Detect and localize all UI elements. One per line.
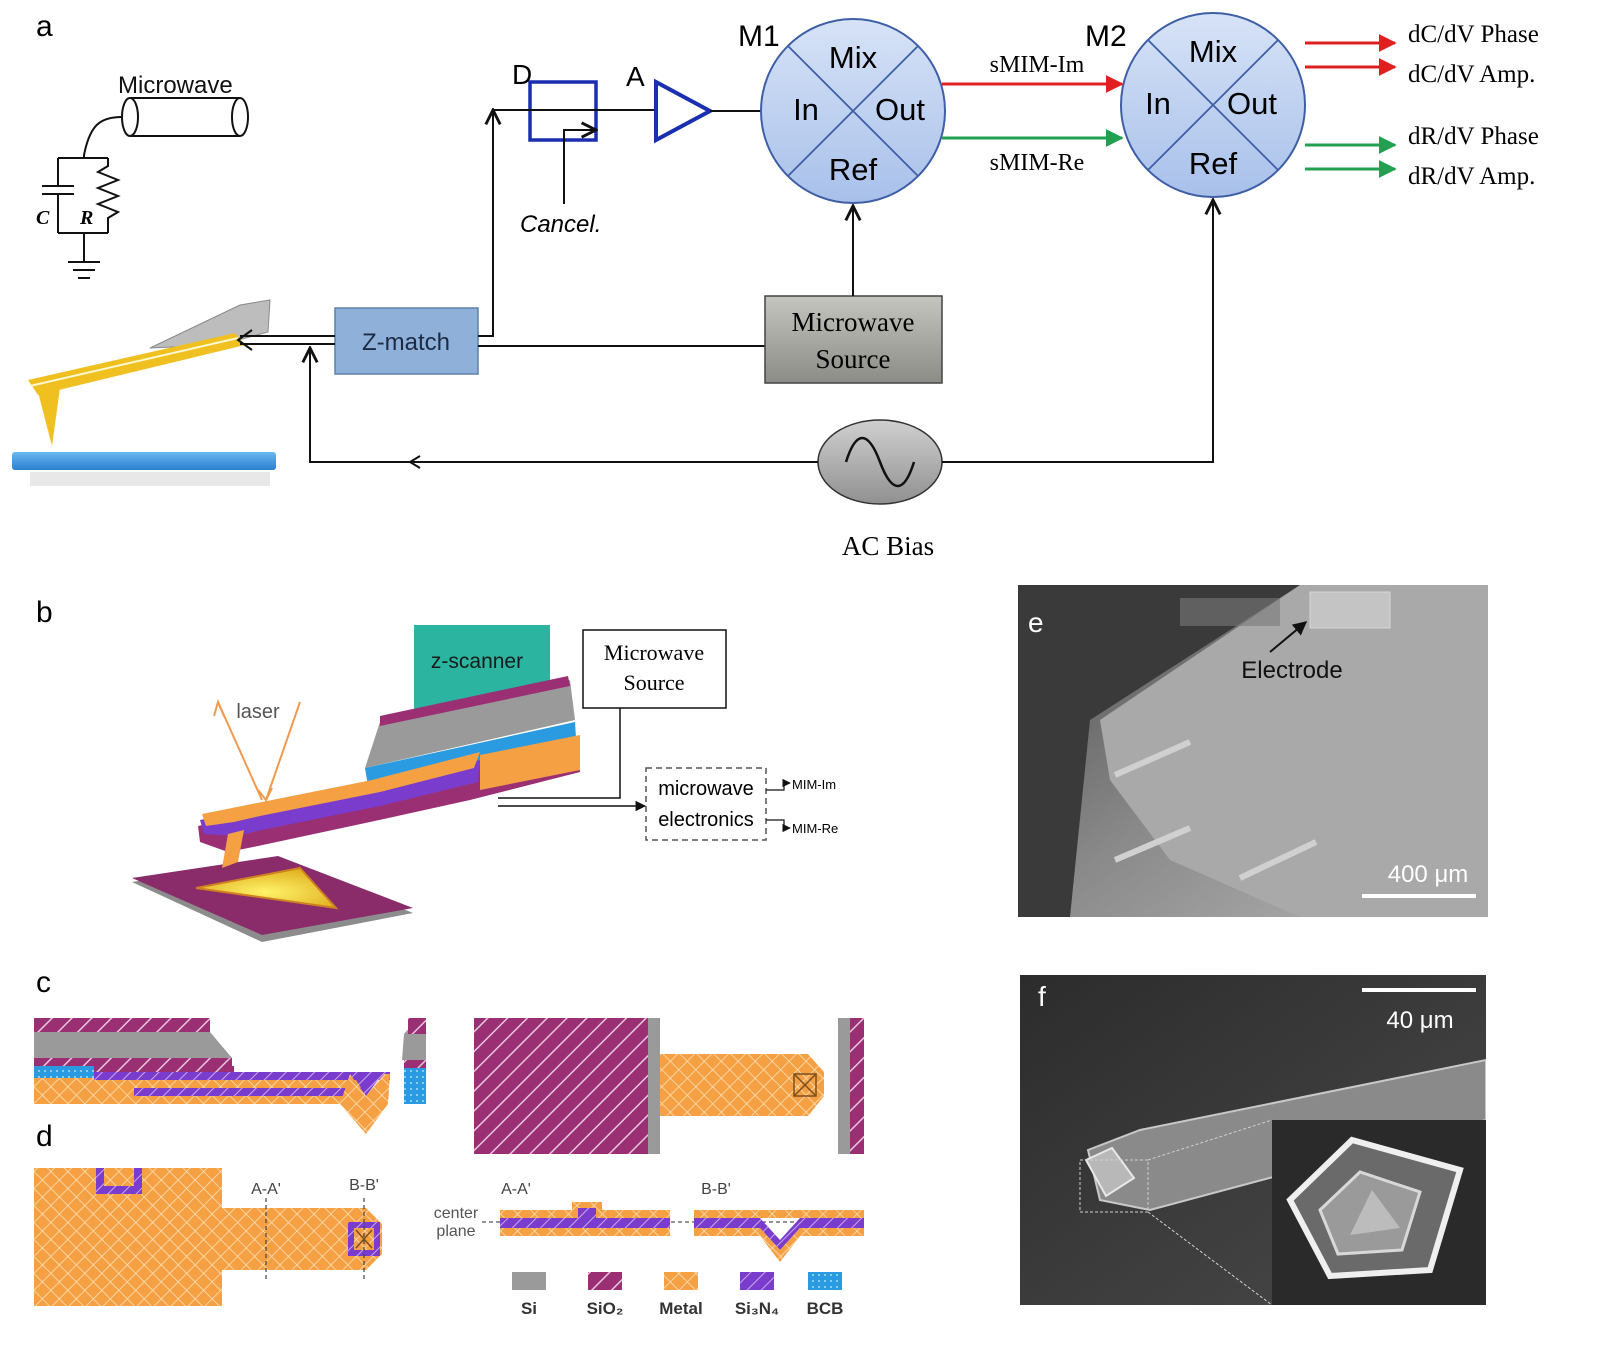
panel-label-a: a <box>36 10 53 43</box>
zmatch-label: Z-match <box>362 329 450 356</box>
coupler-label: D <box>512 59 532 90</box>
m2-in-label: In <box>1145 86 1171 121</box>
electrode-label: Electrode <box>1241 657 1342 684</box>
m2-ref-label: Ref <box>1189 146 1238 181</box>
top-view-right <box>474 1018 864 1154</box>
sample-icon <box>12 452 276 470</box>
metal-top-view <box>34 1168 382 1306</box>
cancel-label: Cancel. <box>520 211 601 238</box>
cross-section-left <box>34 1018 426 1134</box>
m2-label: M2 <box>1085 20 1127 53</box>
legend-swatch-si3n4 <box>740 1272 774 1290</box>
sample-shadow <box>30 472 270 486</box>
f-scale-label: 40 μm <box>1386 1007 1453 1034</box>
electronics-box <box>645 767 767 841</box>
panel-label-b: b <box>36 596 53 629</box>
source-label-1: Microwave <box>792 307 915 337</box>
amplifier-icon <box>654 78 715 144</box>
mixer-m2: Mix In Out Ref <box>1120 12 1306 198</box>
microwave-source-box <box>764 295 943 384</box>
output-label-3: dR/dV Phase <box>1408 123 1539 150</box>
source-label-2: Source <box>816 344 891 374</box>
center-plane-label-2: plane <box>436 1223 475 1240</box>
m2-out-label: Out <box>1227 86 1277 121</box>
e-scale-label: 400 μm <box>1388 861 1469 888</box>
center-plane-label-1: center <box>434 1205 479 1222</box>
capacitor-label: C <box>36 207 50 229</box>
panel-d: d A-A' B-B' A-A' B-B' center plane <box>34 1120 864 1318</box>
microwave-label: Microwave <box>118 72 233 99</box>
zmatch-box <box>334 307 479 375</box>
sig-im-label: sMIM-Im <box>990 52 1085 78</box>
output-label-4: dR/dV Amp. <box>1408 163 1535 190</box>
aa-label-left: A-A' <box>251 1181 281 1198</box>
panel-label-d: d <box>36 1120 53 1153</box>
aa-label-right: A-A' <box>501 1181 531 1198</box>
cantilever-probe-icon <box>28 299 271 446</box>
panel-label-f: f <box>1038 981 1046 1012</box>
section-bb <box>694 1210 864 1262</box>
material-legend: Si SiO₂ Metal Si₃N₄ BCB <box>512 1272 843 1318</box>
legend-label-si3n4: Si₃N₄ <box>735 1299 779 1318</box>
legend-label-sio2: SiO₂ <box>587 1299 624 1318</box>
legend-swatch-sio2 <box>588 1272 622 1290</box>
panel-label-c: c <box>36 966 51 999</box>
laser-beam <box>213 699 301 802</box>
mim-re-label: MIM-Re <box>792 821 838 836</box>
z-scanner-label: z-scanner <box>431 650 523 673</box>
legend-swatch-bcb <box>808 1272 842 1290</box>
bb-label-right: B-B' <box>701 1181 731 1198</box>
m1-in-label: In <box>793 92 819 127</box>
panel-c: c <box>34 966 864 1154</box>
b-microwave-source-box <box>582 629 727 709</box>
ac-bias-label: AC Bias <box>842 531 934 561</box>
panel-b: b z-scanner laser Micr <box>36 596 838 942</box>
output-label-2: dC/dV Amp. <box>1408 61 1535 88</box>
amplifier-label: A <box>626 61 645 92</box>
b-source-label-2: Source <box>623 670 684 695</box>
laser-label: laser <box>236 701 280 723</box>
sample-flake <box>195 866 339 910</box>
electronics-label-1: microwave <box>658 778 754 800</box>
legend-swatch-si <box>512 1272 546 1290</box>
mixer-m1: Mix In Out Ref <box>760 18 946 204</box>
legend-label-metal: Metal <box>659 1299 702 1318</box>
m1-mix-label: Mix <box>829 40 878 75</box>
m1-label: M1 <box>738 20 780 53</box>
panel-a: a Microwave C R Z-match <box>12 10 1539 561</box>
layered-cantilever <box>198 676 580 868</box>
legend-label-si: Si <box>521 1299 537 1318</box>
m1-out-label: Out <box>875 92 925 127</box>
mim-im-label: MIM-Im <box>792 777 836 792</box>
rc-circuit-icon <box>42 97 249 279</box>
b-source-label-1: Microwave <box>604 640 704 665</box>
resistor-label: R <box>79 207 93 229</box>
section-aa <box>500 1202 670 1236</box>
legend-label-bcb: BCB <box>807 1299 844 1318</box>
m1-ref-label: Ref <box>829 152 878 187</box>
electronics-label-2: electronics <box>658 809 754 831</box>
legend-swatch-metal <box>664 1272 698 1290</box>
panel-f-sem-image <box>1020 975 1486 1305</box>
panel-e-sem-image <box>1018 585 1488 917</box>
output-label-1: dC/dV Phase <box>1408 21 1539 48</box>
m2-mix-label: Mix <box>1189 34 1238 69</box>
bb-label-left: B-B' <box>349 1177 379 1194</box>
panel-label-e: e <box>1028 607 1044 638</box>
sig-re-label: sMIM-Re <box>990 150 1085 176</box>
